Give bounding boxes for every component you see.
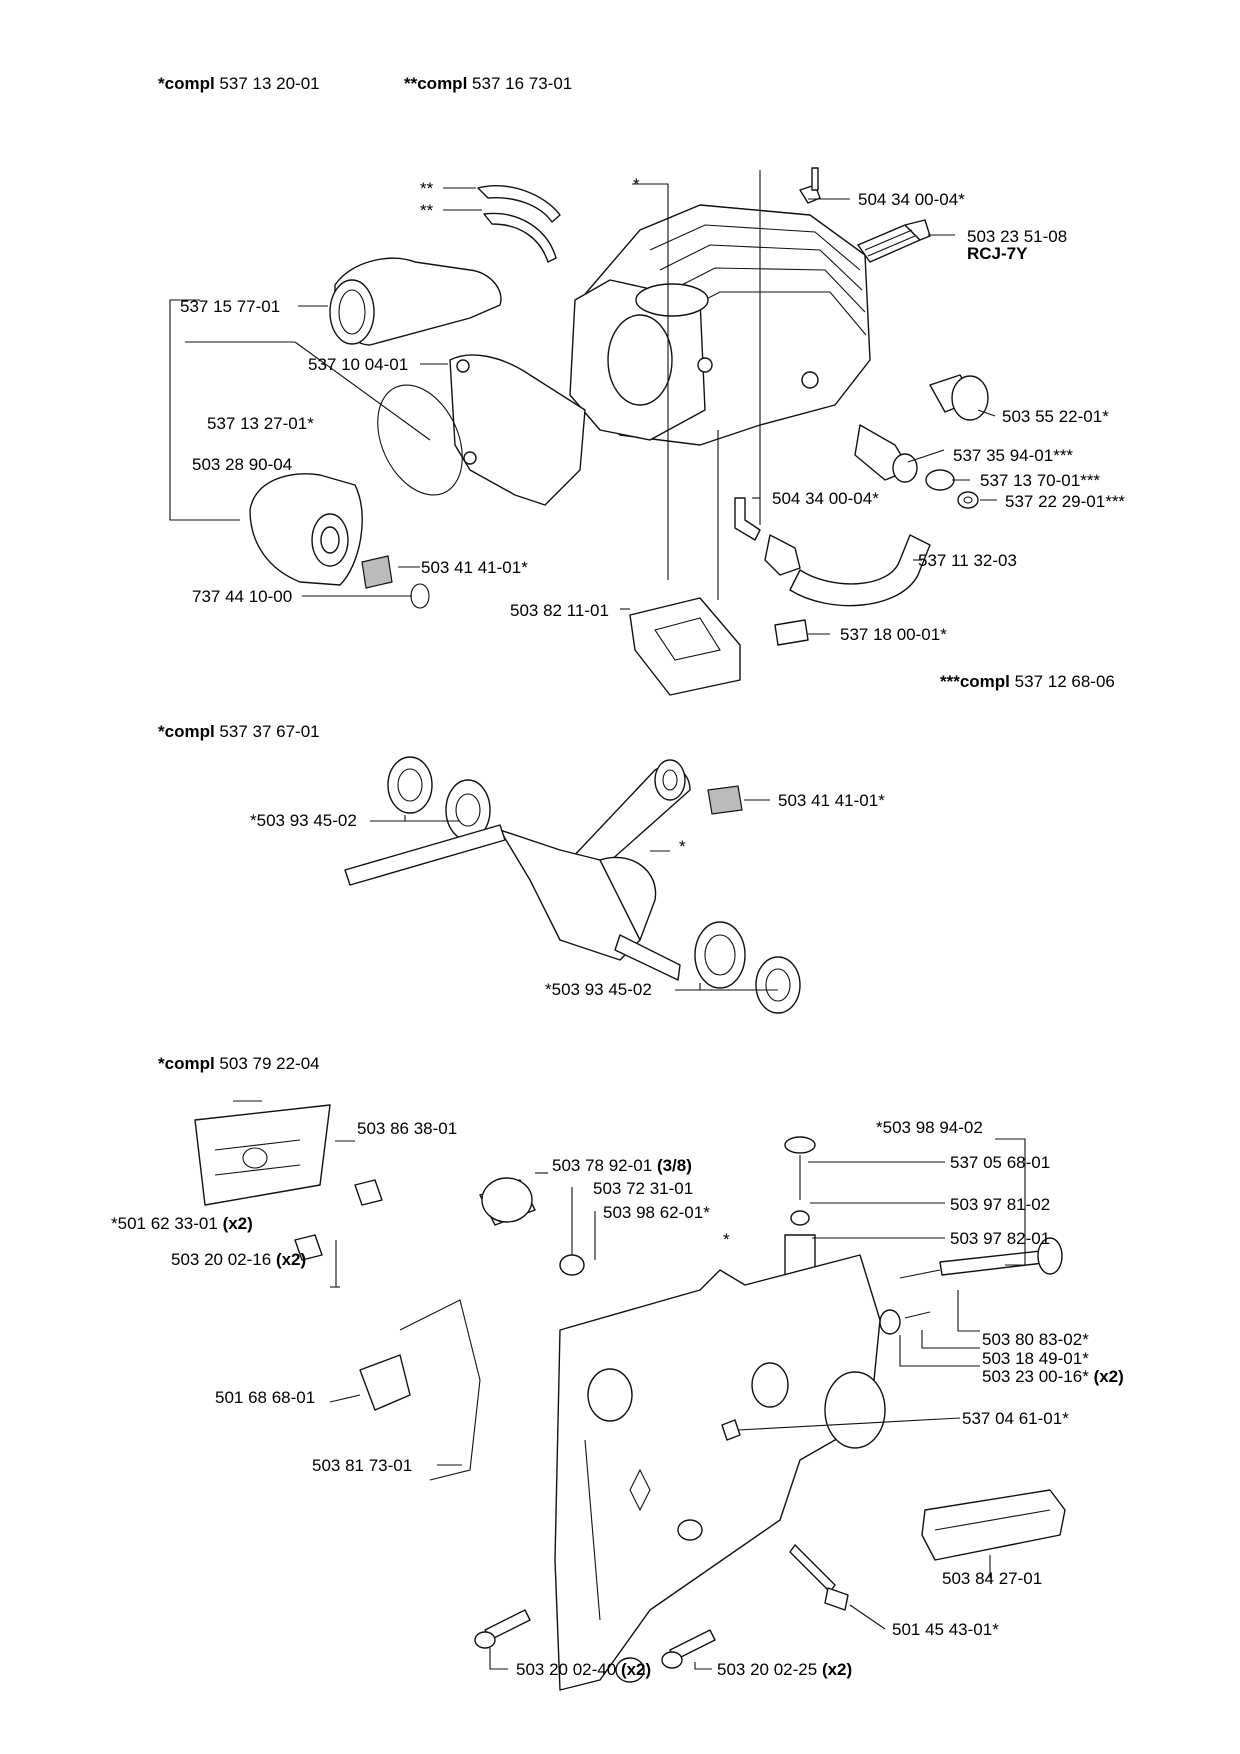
part-label[interactable]: 537 04 61-01* [962,1409,1069,1428]
part-label[interactable]: 537 11 32-03 [918,551,1017,570]
compl-header-1: *compl 537 13 20-01 [158,74,320,93]
part-label[interactable]: 537 05 68-01 [950,1153,1051,1172]
part-label[interactable]: 501 68 68-01 [215,1388,316,1407]
part-label[interactable]: 537 13 27-01* [207,414,314,433]
part-label[interactable]: *503 93 45-02 [545,980,652,999]
part-label[interactable]: *501 62 33-01 (x2) [111,1214,253,1233]
part-label[interactable]: * [633,175,640,194]
part-label[interactable]: ** [420,179,434,198]
compl-footer: ***compl 537 12 68-06 [940,672,1115,691]
part-label[interactable]: 503 72 31-01 [593,1179,694,1198]
part-label[interactable]: 537 10 04-01 [308,355,409,374]
part-label[interactable]: 503 98 62-01* [603,1203,710,1222]
part-label[interactable]: 503 20 02-40 (x2) [516,1660,652,1679]
part-label[interactable]: 503 41 41-01* [421,558,528,577]
part-label[interactable]: 504 34 00-04* [772,489,879,508]
part-label[interactable]: ** [420,201,434,220]
part-label[interactable]: 503 78 92-01 (3/8) [552,1156,692,1175]
part-label[interactable]: 537 35 94-01*** [953,446,1074,465]
compl-header-4: *compl 503 79 22-04 [158,1054,320,1073]
part-label[interactable]: 537 15 77-01 [180,297,281,316]
part-label[interactable]: 503 41 41-01* [778,791,885,810]
part-label[interactable]: 503 86 38-01 [357,1119,458,1138]
part-label[interactable]: 503 23 00-16* (x2) [982,1367,1124,1386]
part-label[interactable]: 501 45 43-01* [892,1620,999,1639]
part-label[interactable]: *503 98 94-02 [876,1118,983,1137]
part-label[interactable]: 504 34 00-04* [858,190,965,209]
part-label[interactable]: 503 97 82-01 [950,1229,1051,1248]
part-label[interactable]: 503 55 22-01* [1002,407,1109,426]
part-label[interactable]: 503 97 81-02 [950,1195,1051,1214]
part-label[interactable]: 503 18 49-01* [982,1349,1089,1368]
part-label[interactable]: 503 28 90-04 [192,455,293,474]
crankshaft-drawing [344,756,801,1014]
part-label[interactable]: * [723,1230,730,1249]
compl-header-3: *compl 537 37 67-01 [158,722,320,741]
part-label[interactable]: 737 44 10-00 [192,587,293,606]
part-label[interactable]: 503 81 73-01 [312,1456,413,1475]
compl-header-2: **compl 537 16 73-01 [404,74,573,93]
part-label[interactable]: *503 93 45-02 [250,811,357,830]
part-label[interactable]: 537 13 70-01*** [980,471,1101,490]
part-label[interactable]: 537 22 29-01*** [1005,492,1126,511]
part-label[interactable]: 503 82 11-01 [510,601,609,620]
part-label[interactable]: 503 20 02-25 (x2) [717,1660,853,1679]
part-label[interactable]: 503 84 27-01 [942,1569,1043,1588]
part-label[interactable]: 503 20 02-16 (x2) [171,1250,307,1269]
part-label[interactable]: * [679,837,686,856]
part-label[interactable]: 503 80 83-02* [982,1330,1089,1349]
crankcase-drawing [194,1100,1066,1691]
part-label[interactable]: 537 18 00-01* [840,625,947,644]
cylinder-assembly-drawing [169,167,997,696]
